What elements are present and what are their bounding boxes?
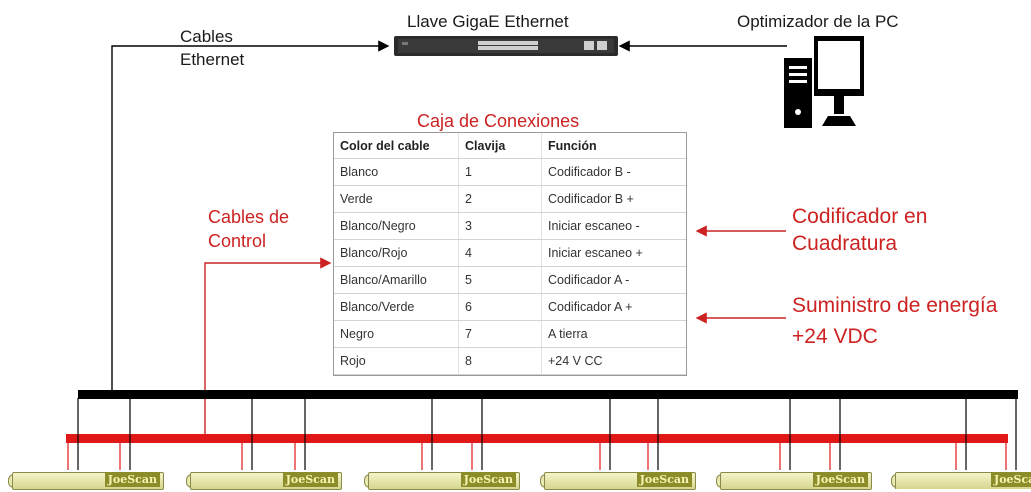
- scanner-brand: JoeScan: [282, 472, 338, 487]
- scanner-brand: JoeScan: [812, 472, 868, 487]
- function-cell: Codificador B +: [541, 185, 686, 213]
- control-bus: [66, 434, 1008, 443]
- pin-cell: 4: [458, 239, 542, 267]
- table-row: Verde 2 Codificador B +: [334, 185, 686, 213]
- scanner-cap: [364, 474, 371, 488]
- column-header: Función: [541, 133, 686, 159]
- ethernet-cables-label-line2: Ethernet: [180, 50, 245, 69]
- control-cables-label-line1: Cables de: [208, 207, 290, 227]
- pin-cell: 1: [458, 158, 542, 186]
- wire-color-cell: Rojo: [334, 347, 459, 375]
- pin-cell: 7: [458, 320, 542, 348]
- function-cell: Codificador A +: [541, 293, 686, 321]
- switch-label: Llave GigaE Ethernet: [407, 12, 569, 31]
- ethernet-cables-label-line1: Cables: [180, 27, 233, 46]
- ethernet-uplink-line: [111, 40, 390, 392]
- computer-icon: [784, 36, 864, 128]
- scanner-cap: [891, 474, 898, 488]
- wire-color-cell: Verde: [334, 185, 459, 213]
- column-header: Color del cable: [334, 133, 459, 159]
- control-drops: [67, 442, 1007, 470]
- table-row: Blanco/Rojo 4 Iniciar escaneo +: [334, 239, 686, 267]
- power-label-line1: Suministro de energía: [792, 294, 998, 317]
- power-label-line2: +24 VDC: [792, 325, 878, 348]
- scanner-brand: JoeScan: [636, 472, 692, 487]
- function-cell: Codificador A -: [541, 266, 686, 294]
- scanner-head: JoeScan: [891, 469, 1031, 489]
- scanner-cap: [8, 474, 15, 488]
- connection-table: Color del cable Clavija Función Blanco 1…: [333, 132, 687, 376]
- function-cell: Codificador B -: [541, 158, 686, 186]
- wire-color-cell: Blanco/Amarillo: [334, 266, 459, 294]
- encoder-label-line2: Cuadratura: [792, 232, 898, 255]
- pin-cell: 3: [458, 212, 542, 240]
- control-cables-label-line2: Control: [208, 231, 267, 251]
- table-row: Blanco/Negro 3 Iniciar escaneo -: [334, 212, 686, 240]
- table-header-row: Color del cable Clavija Función: [334, 133, 686, 159]
- junction-box-title: Caja de Conexiones: [417, 111, 580, 131]
- scanner-cap: [716, 474, 723, 488]
- pin-cell: 8: [458, 347, 542, 375]
- wire-color-cell: Blanco/Negro: [334, 212, 459, 240]
- scanner-head: JoeScan: [8, 469, 166, 490]
- scanner-head: JoeScan: [716, 469, 874, 490]
- wire-color-cell: Blanco/Rojo: [334, 239, 459, 267]
- function-cell: A tierra: [541, 320, 686, 348]
- ethernet-bus: [78, 390, 1018, 399]
- pin-cell: 5: [458, 266, 542, 294]
- table-row: Blanco 1 Codificador B -: [334, 158, 686, 186]
- function-cell: Iniciar escaneo +: [541, 239, 686, 267]
- pin-cell: 2: [458, 185, 542, 213]
- ethernet-drops: [77, 398, 1017, 470]
- wire-color-cell: Blanco/Verde: [334, 293, 459, 321]
- scanner-cap: [186, 474, 193, 488]
- table-row: Blanco/Amarillo 5 Codificador A -: [334, 266, 686, 294]
- table-row: Negro 7 A tierra: [334, 320, 686, 348]
- encoder-label-line1: Codificador en: [792, 205, 928, 228]
- scanner-head: JoeScan: [186, 469, 344, 490]
- scanner-head: JoeScan: [540, 469, 698, 490]
- control-cable-line: [204, 257, 332, 436]
- scanner-brand: JoeScan: [991, 472, 1031, 487]
- scanner-brand: JoeScan: [460, 472, 516, 487]
- wire-color-cell: Negro: [334, 320, 459, 348]
- wire-color-cell: Blanco: [334, 158, 459, 186]
- table-row: Blanco/Verde 6 Codificador A +: [334, 293, 686, 321]
- scanner-brand: JoeScan: [104, 472, 160, 487]
- scanner-cap: [540, 474, 547, 488]
- table-row: Rojo 8 +24 V CC: [334, 347, 686, 375]
- pc-label: Optimizador de la PC: [737, 12, 899, 31]
- function-cell: +24 V CC: [541, 347, 686, 375]
- pin-cell: 6: [458, 293, 542, 321]
- column-header: Clavija: [458, 133, 542, 159]
- scanner-head: JoeScan: [364, 469, 522, 490]
- network-switch-icon: [394, 36, 618, 56]
- function-cell: Iniciar escaneo -: [541, 212, 686, 240]
